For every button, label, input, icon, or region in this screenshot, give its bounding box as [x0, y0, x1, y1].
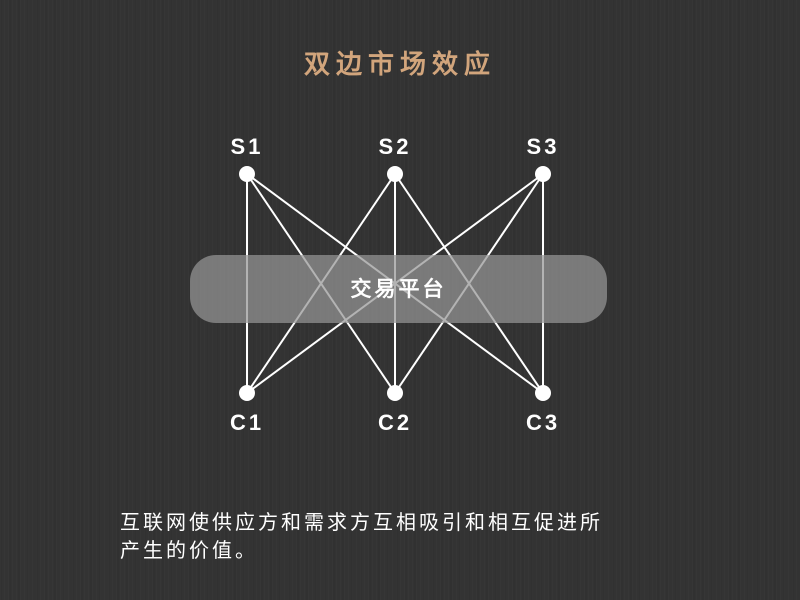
label-s2: S2 — [378, 134, 412, 159]
node-c3 — [535, 385, 551, 401]
node-s1 — [239, 166, 255, 182]
trading-platform-label: 交易平台 — [350, 277, 447, 301]
node-c2 — [387, 385, 403, 401]
diagram-title: 双边市场效应 — [303, 50, 496, 80]
description-line-1: 互联网使供应方和需求方互相吸引和相互促进所 — [120, 510, 603, 534]
label-c2: C2 — [377, 410, 413, 435]
label-c3: C3 — [525, 410, 561, 435]
node-s3 — [535, 166, 551, 182]
node-s2 — [387, 166, 403, 182]
node-c1 — [239, 385, 255, 401]
nodes — [239, 166, 551, 401]
label-c1: C1 — [229, 410, 265, 435]
label-s3: S3 — [526, 134, 560, 159]
trading-platform-band — [190, 255, 607, 323]
description-line-2: 产生的价值。 — [120, 538, 258, 562]
description: 互联网使供应方和需求方互相吸引和相互促进所 产生的价值。 — [120, 508, 720, 564]
label-s1: S1 — [230, 134, 264, 159]
